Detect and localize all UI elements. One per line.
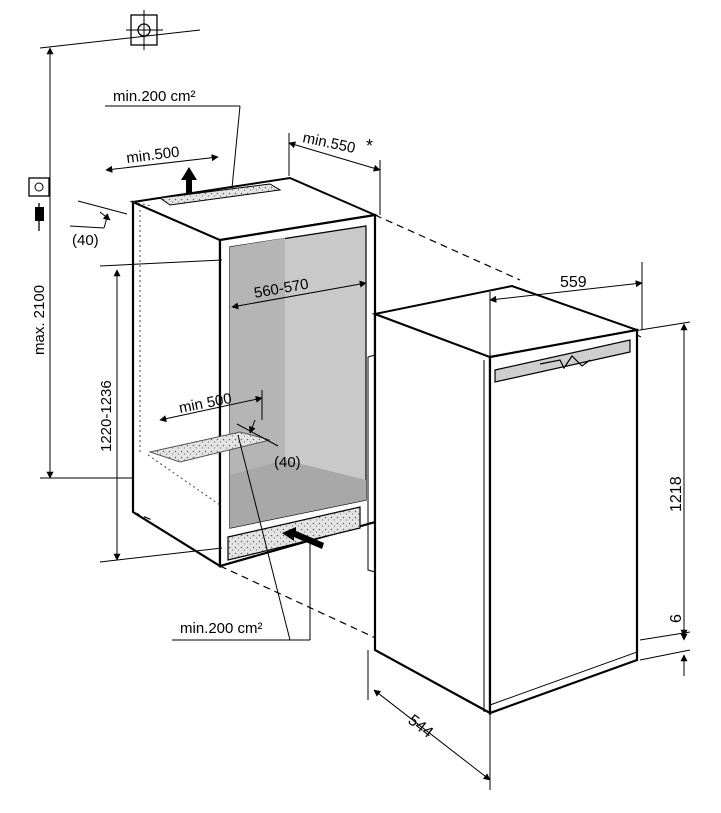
airflow-in-arrow [282,527,324,549]
plinth-6-label: 6 [668,614,685,623]
appliance-fridge [367,284,642,715]
niche-cabinet [129,176,379,568]
top-forty-dimension: (40) [69,200,128,249]
top-min500-dimension: min.500 [105,144,219,173]
plug-icon [35,203,44,231]
guide-line-bottom [219,565,381,641]
airflow-up-arrow [181,167,197,193]
top-min500-label: min.500 [125,144,180,167]
niche-height-dimension: 1220-1236 [98,259,223,563]
top-forty-label: (40) [72,232,99,249]
depth-min550-label: min.550 [301,129,357,157]
asterisk-mark: * [366,136,373,156]
top-reference-line [39,29,201,49]
bottom-vent-area-label: min.200 cm² [180,620,263,637]
floor-forty-dimension: (40) [236,419,301,471]
max-height-dimension: max. 2100 [31,47,132,479]
niche-height-label: 1220-1236 [98,380,115,452]
plinth-6-dimension: 6 [639,600,691,676]
width-559-label: 559 [560,274,587,291]
socket-icon [28,177,50,197]
height-1218-label: 1218 [668,476,685,512]
floor-forty-label: (40) [274,454,301,471]
crosshair-plumb-icon [126,10,163,50]
width-559-dimension: 559 [489,262,643,357]
guide-line-top [374,214,521,281]
max-height-label: max. 2100 [31,285,48,355]
top-vent-area-label: min.200 cm² [113,88,196,105]
height-1218-dimension: 1218 [639,321,691,641]
depth-544-label: 544 [405,712,437,742]
